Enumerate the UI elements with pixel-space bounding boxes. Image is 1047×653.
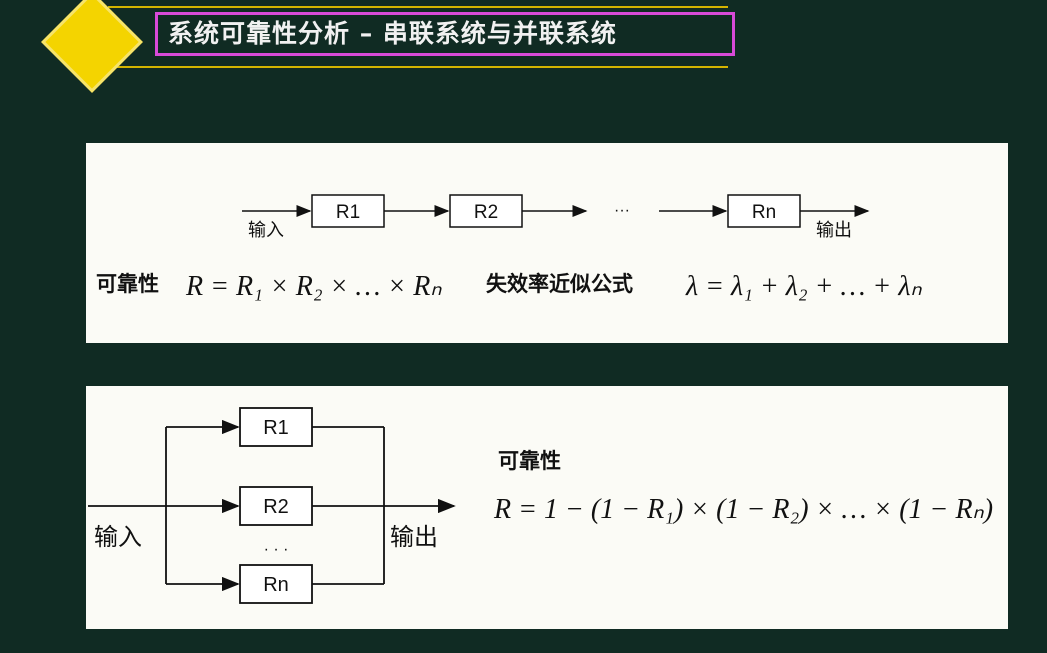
parallel-block-rn-label: Rn — [263, 574, 289, 596]
slide-title: 系统可靠性分析 – 串联系统与并联系统 — [168, 19, 617, 48]
series-block-r2 — [449, 194, 523, 228]
series-failure-formula: λ = λ₁ + λ₂ + … + λₙ — [685, 271, 922, 302]
series-block-r1 — [311, 194, 385, 228]
series-input-label: 输入 — [248, 220, 284, 240]
series-block-r2-label: R2 — [474, 202, 498, 223]
title-underline — [108, 6, 728, 68]
parallel-ellipsis: · · · — [264, 541, 289, 558]
parallel-input-label: 输入 — [94, 524, 142, 551]
parallel-system-panel: R1 R2 Rn · · · 输入 输出 可靠性 R = 1 − (1 − R₁… — [86, 386, 1008, 629]
parallel-block-r2 — [239, 486, 313, 526]
parallel-output-label: 输出 — [390, 524, 438, 551]
series-diagram: R1 R2 Rn ··· 输入 输出 可靠性 R = R₁ × R₂ × … ×… — [96, 194, 922, 302]
parallel-reliability-formula: R = 1 − (1 − R₁) × (1 − R₂) × … × (1 − R… — [493, 494, 993, 525]
series-block-rn — [727, 194, 801, 228]
series-block-rn-label: Rn — [752, 202, 776, 223]
series-reliability-label: 可靠性 — [96, 272, 159, 296]
parallel-block-rn — [239, 564, 313, 604]
parallel-diagram: R1 R2 Rn · · · 输入 输出 可靠性 R = 1 − (1 − R₁… — [88, 407, 993, 604]
parallel-reliability-label: 可靠性 — [498, 449, 561, 473]
series-system-panel: R1 R2 Rn ··· 输入 输出 可靠性 R = R₁ × R₂ × … ×… — [86, 143, 1008, 343]
parallel-block-r2-label: R2 — [263, 496, 289, 518]
parallel-block-r1 — [239, 407, 313, 447]
series-failure-label: 失效率近似公式 — [486, 272, 633, 296]
series-ellipsis: ··· — [614, 202, 630, 219]
series-output-label: 输出 — [816, 220, 852, 240]
parallel-block-r1-label: R1 — [263, 417, 289, 439]
series-reliability-formula: R = R₁ × R₂ × … × Rₙ — [185, 271, 442, 302]
series-block-r1-label: R1 — [336, 202, 360, 223]
title-highlight-frame — [155, 12, 735, 56]
